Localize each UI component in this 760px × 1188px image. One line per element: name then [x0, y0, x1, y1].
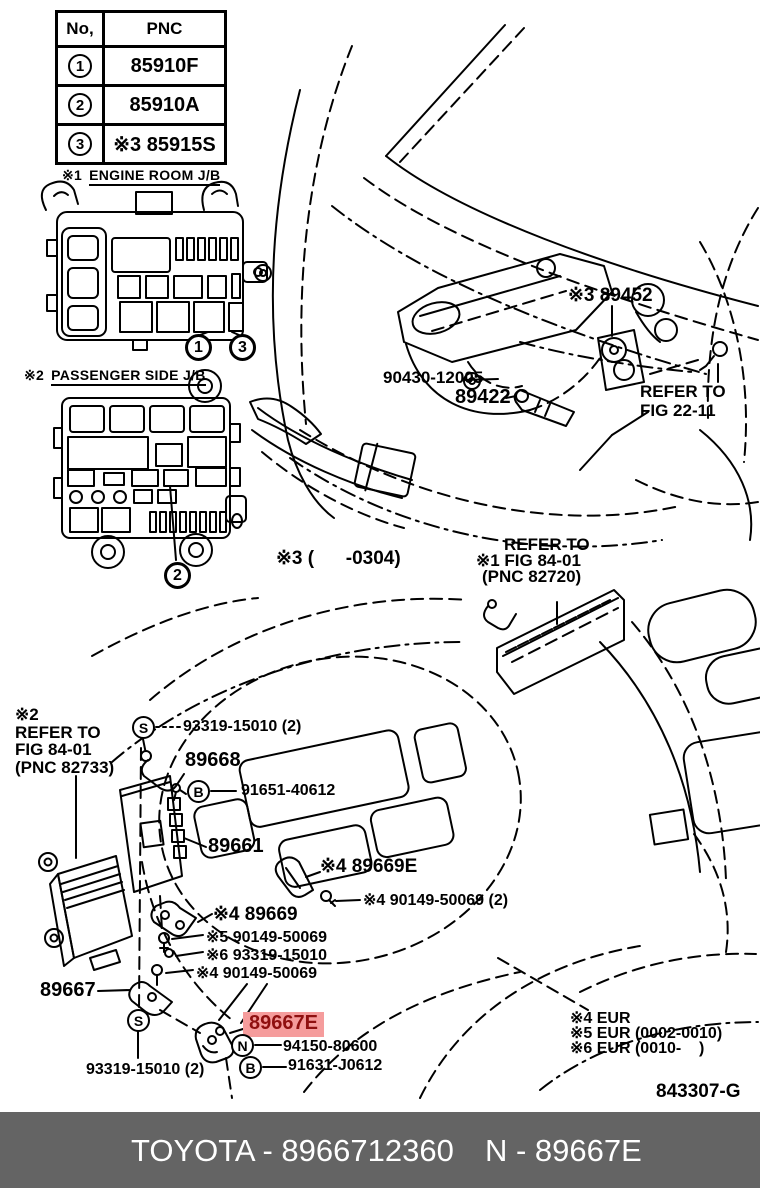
part-label-89669[interactable]: ※4 89669	[213, 904, 298, 925]
table-row: 3 ※3 85915S	[55, 123, 227, 165]
part-label-90430-12005[interactable]: 90430-12005	[383, 368, 484, 387]
diagram-line-art	[38, 24, 760, 1099]
passenger-side-jb-drawing	[53, 369, 247, 569]
callout-number-3: 3	[68, 132, 92, 157]
note-eur-variants: ※4 EUR※5 EUR (0002-0010)※6 EUR (0010- )	[570, 1010, 723, 1057]
part-label-90149-50069-note5[interactable]: ※5 90149-50069	[206, 929, 328, 946]
pnc-table-header-no: No,	[55, 10, 105, 48]
engine-components-drawing	[397, 253, 728, 427]
callout-number-1: 1	[68, 54, 92, 79]
dashboard-drawing	[91, 588, 760, 1099]
pnc-table: No, PNC 1 85910F 2 85910A 3 ※3 85915S	[55, 10, 227, 165]
callout-circle-1: 1	[185, 334, 212, 361]
table-row: 2 85910A	[55, 84, 227, 126]
pnc-table-header-row: No, PNC	[55, 10, 227, 48]
callout-circle-s-top: S	[132, 716, 155, 739]
part-label-89668[interactable]: 89668	[185, 749, 241, 771]
footer-brand-part-number: TOYOTA - 8966712360	[131, 1133, 454, 1168]
pnc-value: 85910F	[102, 45, 227, 87]
part-label-91631-j0612[interactable]: 91631-J0612	[288, 1057, 383, 1074]
note-refer-pnc-82720: REFER TO※1 FIG 84-01(PNC 82720)	[476, 535, 590, 586]
part-label-89669e[interactable]: ※4 89669E	[320, 856, 418, 877]
part-label-93319-15010-bottom[interactable]: 93319-15010 (2)	[86, 1061, 205, 1078]
diagram-code: 843307-G	[656, 1081, 741, 1102]
car-front-drawing	[249, 24, 759, 548]
pnc-value: ※3 85915S	[102, 123, 227, 165]
table-row: 1 85910F	[55, 45, 227, 87]
ecu-components-drawing	[38, 726, 361, 1099]
part-label-89667[interactable]: 89667	[40, 979, 96, 1001]
callout-circle-s-bottom: S	[127, 1009, 150, 1032]
part-label-91651-40612[interactable]: 91651-40612	[241, 782, 336, 799]
callout-circle-3: 3	[229, 334, 256, 361]
pnc-table-header-pnc: PNC	[102, 10, 227, 48]
footer-bar: TOYOTA - 8966712360 N - 89667E	[0, 1112, 760, 1188]
callout-circle-b-top: B	[187, 780, 210, 803]
footer-part-code: N - 89667E	[485, 1133, 642, 1168]
callout-number-2: 2	[68, 93, 92, 118]
callout-circle-2: 2	[164, 562, 191, 589]
engine-room-jb-drawing	[40, 180, 268, 351]
part-label-94150-80600[interactable]: 94150-80600	[283, 1038, 378, 1055]
pnc-value: 85910A	[102, 84, 227, 126]
part-label-93319-15010-top[interactable]: 93319-15010 (2)	[183, 718, 302, 735]
part-label-89661[interactable]: 89661	[208, 835, 264, 857]
note-date-range: ※3 ( -0304)	[276, 548, 401, 569]
callout-circle-n: N	[231, 1034, 254, 1057]
part-label-89422[interactable]: 89422	[455, 386, 511, 408]
part-label-93319-15010-note6[interactable]: ※6 93319-15010	[206, 947, 328, 964]
part-label-90149-50069-note4[interactable]: ※4 90149-50069	[196, 965, 318, 982]
part-label-89452[interactable]: ※3 89452	[568, 285, 653, 306]
part-label-90149-50069-x2[interactable]: ※4 90149-50069 (2)	[363, 892, 509, 909]
part-label-89667e-highlighted[interactable]: 89667E	[243, 1012, 324, 1037]
callout-circle-b-bottom: B	[239, 1056, 262, 1079]
